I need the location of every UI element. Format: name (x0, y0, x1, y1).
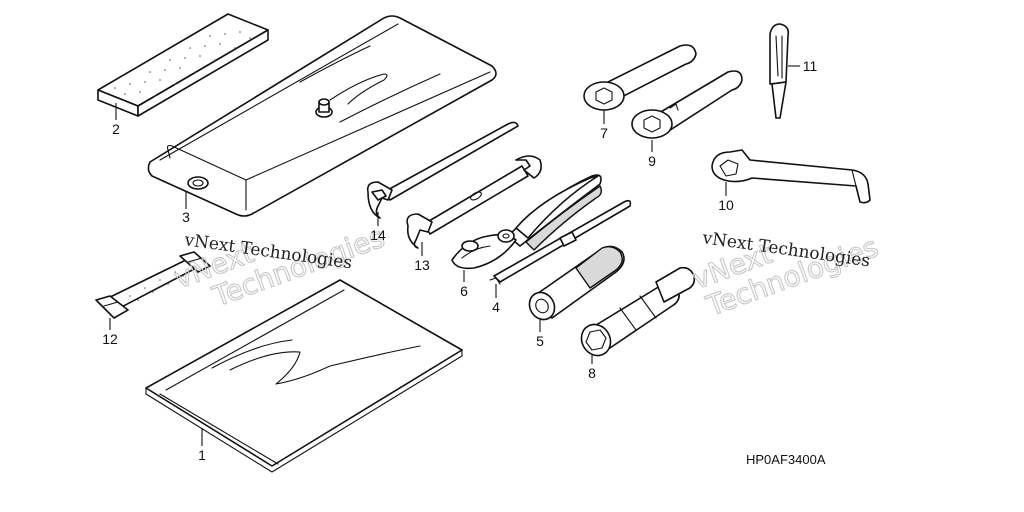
callout-7: 7 (600, 125, 608, 141)
callout-1: 1 (198, 447, 206, 463)
part-9-box-wrench[interactable] (631, 70, 743, 152)
callout-13: 13 (414, 257, 430, 273)
part-10-spanner[interactable] (711, 149, 871, 204)
watermark-right: vNext Technologies vNext Technologies (688, 228, 883, 324)
callout-5: 5 (536, 333, 544, 349)
callout-3: 3 (182, 209, 190, 225)
callout-9: 9 (648, 153, 656, 169)
part-8-plug-wrench[interactable] (576, 266, 696, 364)
callout-4: 4 (492, 299, 500, 315)
part-13-open-end-wrench[interactable] (406, 155, 542, 256)
callout-2: 2 (112, 121, 120, 137)
callout-8: 8 (588, 365, 596, 381)
part-5-screwdriver-grip[interactable] (525, 245, 625, 332)
part-7-box-wrench[interactable] (583, 44, 697, 124)
callout-14: 14 (370, 227, 386, 243)
part-1-tool-bag[interactable] (145, 279, 463, 473)
part-4-screwdriver[interactable] (489, 199, 632, 298)
callout-10: 10 (718, 197, 734, 213)
callout-12: 12 (102, 331, 118, 347)
callout-6: 6 (460, 283, 468, 299)
part-6-pliers[interactable] (451, 174, 603, 282)
part-2-foam-pad[interactable] (97, 13, 269, 120)
part-14-open-end-wrench[interactable] (366, 121, 519, 226)
part-11-cross-screwdriver[interactable] (769, 23, 800, 119)
part-3-tool-case[interactable] (147, 15, 497, 217)
part-12-rubber-band[interactable] (95, 251, 211, 330)
callout-11: 11 (803, 58, 818, 74)
drawing-code: HP0AF3400A (746, 452, 826, 467)
